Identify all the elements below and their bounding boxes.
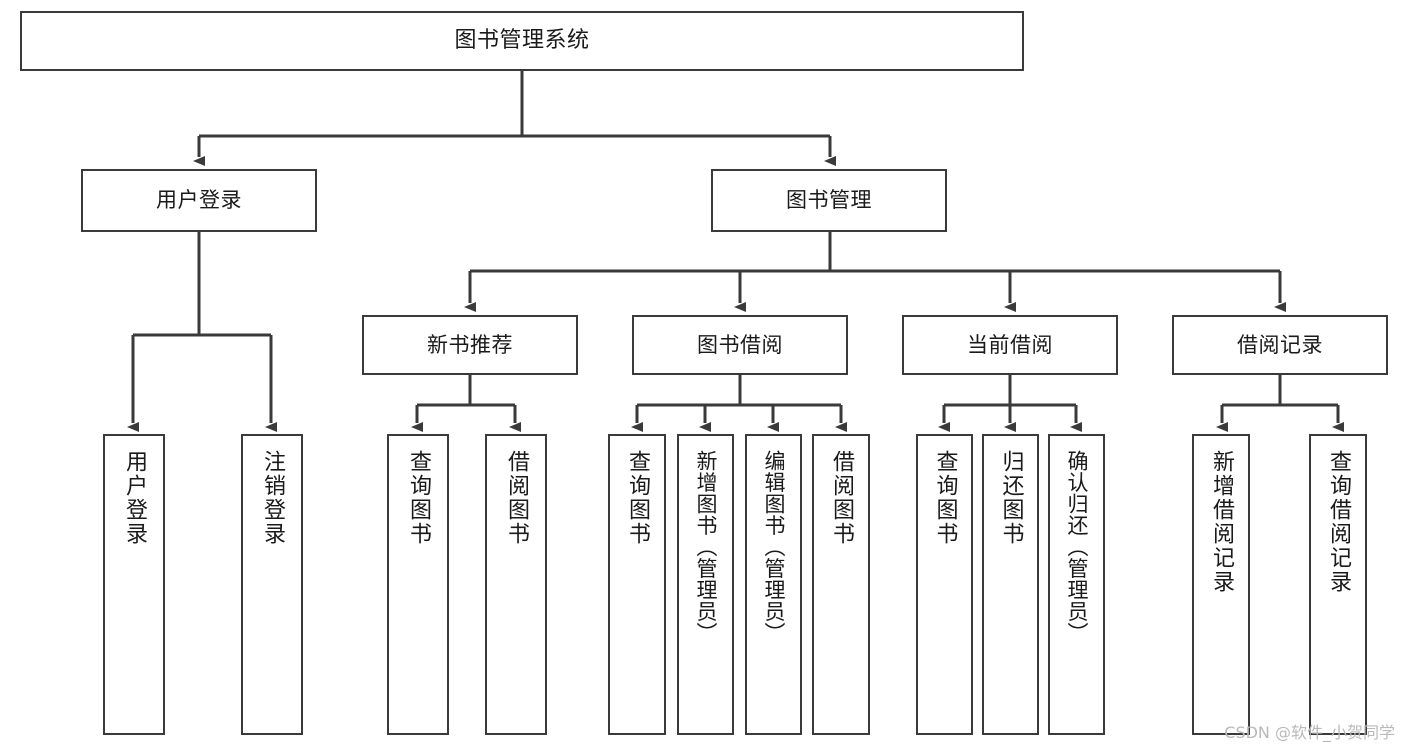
node-label: 图书管理系统	[454, 28, 590, 54]
leaf-borrow-add-book-admin[interactable]: 新增图书（管理员）	[677, 434, 734, 735]
node-label: 借阅记录	[1237, 332, 1323, 357]
leaf-record-add-borrow-record[interactable]: 新增借阅记录	[1192, 434, 1250, 735]
node-label: 编辑图书（管理员）	[762, 450, 786, 644]
node-current-borrow[interactable]: 当前借阅	[902, 315, 1118, 375]
node-label: 用户登录	[122, 450, 147, 546]
node-label: 查询图书	[406, 450, 431, 546]
leaf-recommend-borrow-book[interactable]: 借阅图书	[485, 434, 547, 735]
node-label: 新增图书（管理员）	[694, 450, 718, 644]
node-label: 查询借阅记录	[1326, 450, 1351, 594]
node-label: 借阅图书	[829, 450, 854, 546]
leaf-recommend-query-book[interactable]: 查询图书	[387, 434, 449, 735]
node-borrow-record[interactable]: 借阅记录	[1172, 315, 1388, 375]
csdn-watermark: CSDN @软件_小贺同学	[1224, 723, 1395, 742]
node-label: 新增借阅记录	[1209, 450, 1234, 594]
node-label: 注销登录	[260, 450, 285, 546]
node-label: 新书推荐	[427, 332, 513, 357]
node-label: 借阅图书	[504, 450, 529, 546]
leaf-user-login-logout[interactable]: 注销登录	[241, 434, 303, 735]
leaf-borrow-query-book[interactable]: 查询图书	[608, 434, 666, 735]
node-book-borrow[interactable]: 图书借阅	[632, 315, 848, 375]
node-user-login[interactable]: 用户登录	[81, 169, 317, 232]
leaf-current-query-book[interactable]: 查询图书	[916, 434, 973, 735]
node-label: 当前借阅	[967, 332, 1053, 357]
node-label: 归还图书	[998, 450, 1024, 546]
node-root-book-management-system[interactable]: 图书管理系统	[20, 11, 1024, 71]
leaf-borrow-edit-book-admin[interactable]: 编辑图书（管理员）	[745, 434, 802, 735]
node-book-management[interactable]: 图书管理	[711, 169, 947, 232]
node-label: 查询图书	[625, 450, 650, 546]
leaf-user-login-login[interactable]: 用户登录	[103, 434, 165, 735]
node-label: 图书借阅	[697, 332, 783, 357]
leaf-current-return-book[interactable]: 归还图书	[982, 434, 1039, 735]
node-label: 查询图书	[932, 450, 958, 546]
node-label: 用户登录	[156, 188, 242, 213]
leaf-current-confirm-return-admin[interactable]: 确认归还（管理员）	[1048, 434, 1105, 735]
node-label: 确认归还（管理员）	[1065, 450, 1089, 644]
node-label: 图书管理	[786, 188, 872, 213]
leaf-record-query-borrow-record[interactable]: 查询借阅记录	[1309, 434, 1367, 735]
leaf-borrow-borrow-book[interactable]: 借阅图书	[812, 434, 870, 735]
node-new-book-recommend[interactable]: 新书推荐	[362, 315, 578, 375]
